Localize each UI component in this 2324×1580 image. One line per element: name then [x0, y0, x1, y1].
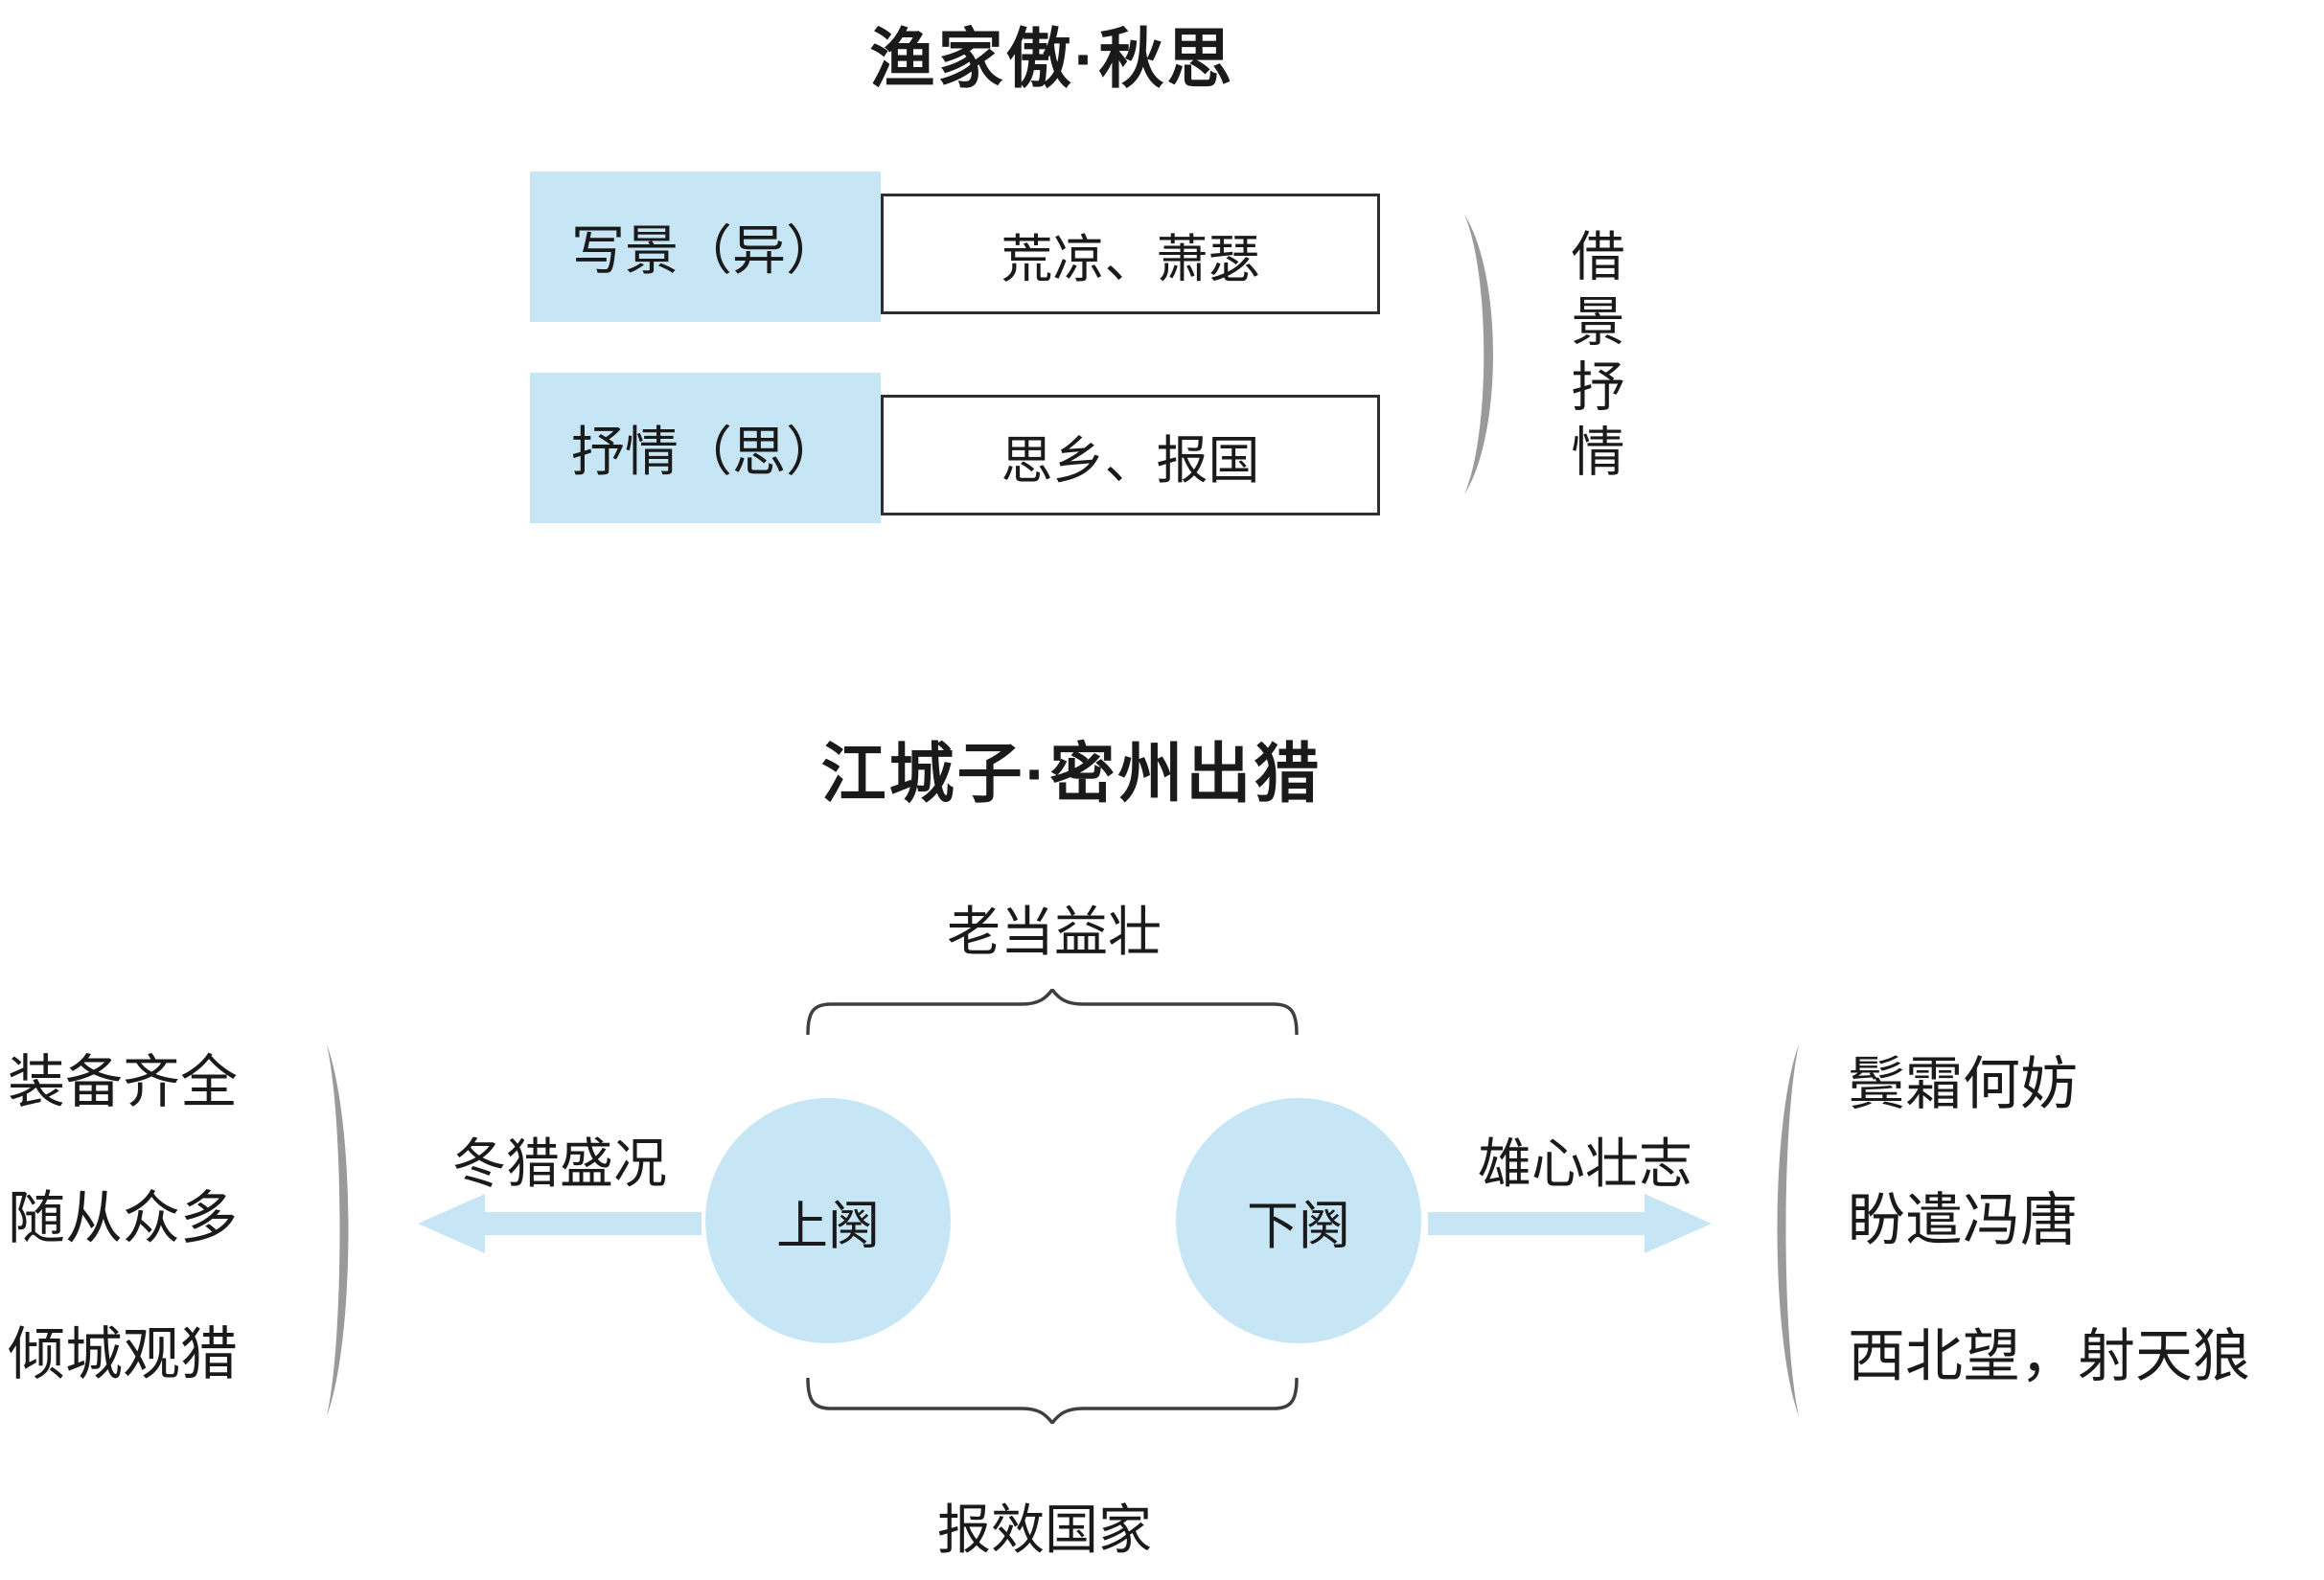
right-list-item: 西北望，射天狼 — [1848, 1323, 2250, 1390]
left-arrow-label: 冬猎盛况 — [452, 1133, 667, 1196]
left-list-item: 装备齐全 — [8, 1049, 238, 1116]
poem1-row1-value: 荒凉、萧瑟 — [881, 194, 1380, 314]
upper-stanza-circle: 上阕 — [705, 1098, 951, 1343]
right-arrow-label: 雄心壮志 — [1478, 1133, 1692, 1196]
left-arrow-icon — [418, 1194, 702, 1253]
poem1-row2-value: 思乡、报国 — [881, 395, 1380, 515]
right-list-item: 盼遣冯唐 — [1848, 1187, 2078, 1254]
left-list-item: 倾城观猎 — [8, 1321, 238, 1388]
poem2-bottom-note: 报效国家 — [937, 1500, 1152, 1562]
lower-stanza-circle: 下阕 — [1176, 1098, 1421, 1343]
poem1-row1-label: 写景（异） — [530, 172, 881, 322]
left-list-item: 随从众多 — [8, 1185, 238, 1252]
bottom-brace-icon — [806, 1378, 1299, 1424]
poem1-row2-label: 抒情（思） — [530, 373, 881, 523]
poem1-title: 渔家傲·秋思 — [869, 23, 1235, 96]
technique-note: 借景抒情 — [1562, 228, 1624, 489]
left-list-arc-icon — [327, 1044, 349, 1416]
poem2-top-note: 老当益壮 — [947, 902, 1162, 964]
top-brace-icon — [806, 989, 1299, 1035]
poem2-title: 江城子·密州出猎 — [820, 738, 1323, 811]
right-list-item: 鬓霜何妨 — [1848, 1051, 2078, 1118]
right-list: 鬓霜何妨 盼遣冯唐 西北望，射天狼 — [1848, 1056, 2250, 1385]
right-list-paren-icon — [1777, 1044, 1799, 1416]
technique-bracket-arc-icon — [1464, 215, 1493, 494]
left-list: 装备齐全 随从众多 倾城观猎 — [8, 1054, 238, 1384]
right-arrow-icon — [1428, 1194, 1712, 1253]
